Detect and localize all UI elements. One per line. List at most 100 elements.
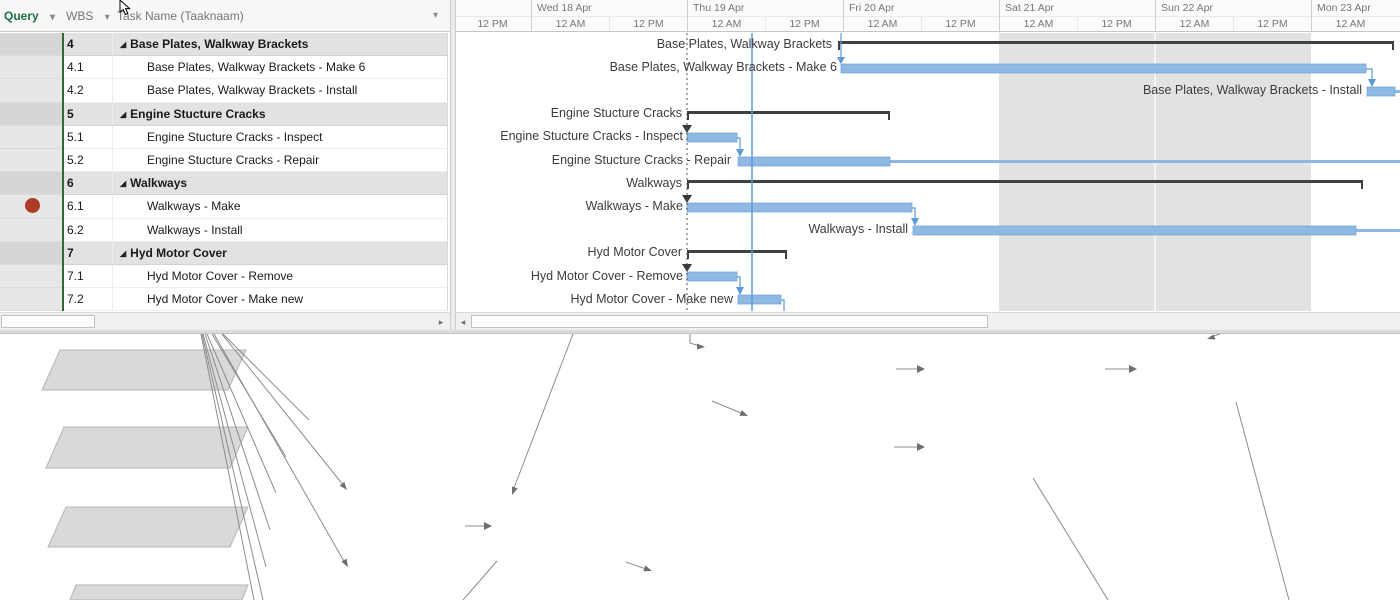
summary-bar[interactable] bbox=[687, 180, 1363, 189]
table-row[interactable]: 6 ◢Walkways bbox=[0, 172, 450, 196]
group-node[interactable] bbox=[47, 506, 249, 548]
table-row[interactable]: 4.1 Base Plates, Walkway Brackets - Make… bbox=[0, 56, 450, 80]
query-cell[interactable] bbox=[0, 102, 62, 126]
column-header-query-label: Query bbox=[4, 9, 39, 23]
mouse-cursor-icon bbox=[119, 0, 131, 16]
query-cell[interactable] bbox=[0, 264, 62, 289]
wbs-cell[interactable]: 7.1 bbox=[62, 264, 112, 289]
query-cell[interactable] bbox=[0, 288, 62, 312]
summary-bar[interactable] bbox=[687, 250, 787, 259]
table-scroll-right-button[interactable]: ▸ bbox=[438, 317, 444, 327]
task-name-cell[interactable]: Base Plates, Walkway Brackets - Install bbox=[112, 79, 448, 103]
wbs-cell[interactable]: 6.2 bbox=[62, 218, 112, 242]
task-name-cell[interactable]: Base Plates, Walkway Brackets - Make 6 bbox=[112, 56, 448, 80]
timescale-tick: 12 AM bbox=[1155, 16, 1233, 31]
table-row[interactable]: 7.1 Hyd Motor Cover - Remove bbox=[0, 264, 450, 289]
table-row[interactable]: 6.2 Walkways - Install bbox=[0, 218, 450, 242]
column-header-task-name[interactable]: Task Name (Taaknaam) bbox=[117, 0, 244, 32]
table-row[interactable]: 7.2 Hyd Motor Cover - Make new bbox=[0, 288, 450, 312]
query-cell[interactable] bbox=[0, 218, 62, 242]
filter-icon[interactable]: ▾ bbox=[432, 10, 438, 21]
column-header-query[interactable]: Query ▾ bbox=[4, 0, 55, 32]
wbs-cell[interactable]: 5 bbox=[62, 102, 112, 126]
table-row[interactable]: 5 ◢Engine Stucture Cracks bbox=[0, 102, 450, 126]
wbs-cell[interactable]: 4 bbox=[62, 33, 112, 57]
wbs-cell[interactable]: 7 bbox=[62, 241, 112, 265]
table-scrollbar[interactable]: ▸ bbox=[0, 312, 450, 330]
task-name-cell[interactable]: ◢Engine Stucture Cracks bbox=[112, 102, 448, 126]
wbs-cell[interactable]: 5.1 bbox=[62, 125, 112, 149]
task-name-cell[interactable]: Engine Stucture Cracks - Repair bbox=[112, 148, 448, 173]
collapse-icon[interactable]: ◢ bbox=[120, 109, 127, 119]
gantt-bar[interactable] bbox=[912, 225, 1357, 236]
wbs-cell[interactable]: 6 bbox=[62, 172, 112, 196]
gantt-bar[interactable] bbox=[686, 202, 913, 213]
chart-scrollbar-thumb[interactable] bbox=[471, 315, 988, 328]
chart-scroll-left-button[interactable]: ◂ bbox=[460, 317, 466, 327]
table-row[interactable]: 7 ◢Hyd Motor Cover bbox=[0, 241, 450, 265]
gantt-bar[interactable] bbox=[686, 271, 738, 282]
table-row[interactable]: 4.2 Base Plates, Walkway Brackets - Inst… bbox=[0, 79, 450, 103]
query-cell[interactable] bbox=[0, 79, 62, 103]
wbs-cell[interactable]: 4.2 bbox=[62, 79, 112, 103]
pane-divider[interactable] bbox=[450, 0, 456, 331]
task-name-cell[interactable]: Walkways - Make bbox=[112, 195, 448, 219]
query-cell[interactable] bbox=[0, 172, 62, 196]
query-column-accent-divider bbox=[62, 33, 64, 311]
wbs-cell[interactable]: 5.2 bbox=[62, 148, 112, 173]
dropdown-icon[interactable]: ▾ bbox=[50, 12, 56, 23]
gantt-bar[interactable] bbox=[840, 63, 1367, 74]
gantt-bar[interactable] bbox=[686, 132, 738, 143]
query-cell[interactable] bbox=[0, 241, 62, 265]
chart-scrollbar[interactable]: ◂ bbox=[456, 312, 1400, 330]
gantt-bar[interactable] bbox=[737, 156, 891, 167]
table-row[interactable]: 5.2 Engine Stucture Cracks - Repair bbox=[0, 148, 450, 173]
collapse-icon[interactable]: ◢ bbox=[120, 248, 127, 258]
gantt-bar[interactable] bbox=[737, 294, 782, 305]
task-name-cell[interactable]: ◢Walkways bbox=[112, 172, 448, 196]
query-cell[interactable] bbox=[0, 125, 62, 149]
task-name-text: Base Plates, Walkway Brackets - Install bbox=[147, 83, 358, 98]
gantt-bar-label: Base Plates, Walkway Brackets bbox=[656, 37, 832, 51]
horizontal-split-bar[interactable] bbox=[0, 330, 1400, 334]
task-table: 4 ◢Base Plates, Walkway Brackets 4.1 Bas… bbox=[0, 33, 450, 312]
task-name-cell[interactable]: ◢Base Plates, Walkway Brackets bbox=[112, 33, 448, 57]
group-node[interactable] bbox=[45, 426, 249, 469]
gantt-bar-label: Base Plates, Walkway Brackets - Make 6 bbox=[609, 60, 837, 74]
query-cell[interactable] bbox=[0, 56, 62, 80]
summary-bar[interactable] bbox=[838, 41, 1394, 50]
column-header-task-name-label: Task Name (Taaknaam) bbox=[117, 9, 244, 23]
gantt-bar-label: Walkways bbox=[626, 176, 682, 190]
table-scrollbar-thumb[interactable] bbox=[1, 315, 95, 328]
wbs-cell[interactable]: 4.1 bbox=[62, 56, 112, 80]
task-name-text: Engine Stucture Cracks bbox=[130, 106, 266, 121]
query-cell[interactable] bbox=[0, 33, 62, 57]
gantt-bar[interactable] bbox=[1366, 86, 1396, 97]
collapse-icon[interactable]: ◢ bbox=[120, 179, 127, 189]
column-header-wbs[interactable]: WBS ▾ bbox=[66, 0, 110, 32]
gantt-bar-label: Walkways - Install bbox=[808, 222, 908, 236]
task-name-cell[interactable]: Walkways - Install bbox=[112, 218, 448, 242]
timescale-tier-divider bbox=[456, 16, 1400, 17]
task-name-cell[interactable]: ◢Hyd Motor Cover bbox=[112, 241, 448, 265]
wbs-cell[interactable]: 7.2 bbox=[62, 288, 112, 312]
task-name-cell[interactable]: Engine Stucture Cracks - Inspect bbox=[112, 125, 448, 149]
dropdown-icon[interactable]: ▾ bbox=[104, 12, 110, 23]
task-name-cell[interactable]: Hyd Motor Cover - Remove bbox=[112, 264, 448, 289]
table-row[interactable]: 5.1 Engine Stucture Cracks - Inspect bbox=[0, 125, 450, 149]
task-name-text: Engine Stucture Cracks - Repair bbox=[147, 152, 320, 167]
query-cell[interactable] bbox=[0, 148, 62, 173]
task-name-text: Base Plates, Walkway Brackets bbox=[130, 37, 309, 51]
group-node[interactable] bbox=[69, 584, 249, 600]
wbs-cell[interactable]: 6.1 bbox=[62, 195, 112, 219]
collapse-icon[interactable]: ◢ bbox=[120, 40, 127, 49]
table-row[interactable]: 6.1 Walkways - Make bbox=[0, 195, 450, 219]
gantt-bar-label: Hyd Motor Cover - Make new bbox=[570, 292, 733, 306]
table-header: Query ▾ WBS ▾ Task Name (Taaknaam) ▾ bbox=[0, 0, 450, 32]
table-row[interactable]: 4 ◢Base Plates, Walkway Brackets bbox=[0, 33, 450, 57]
task-name-cell[interactable]: Hyd Motor Cover - Make new bbox=[112, 288, 448, 312]
timescale-tick: 12 AM bbox=[1311, 16, 1389, 31]
group-node[interactable] bbox=[41, 349, 247, 391]
gantt-chart: Base Plates, Walkway Brackets Base Plate… bbox=[456, 33, 1400, 311]
summary-bar[interactable] bbox=[687, 111, 890, 120]
